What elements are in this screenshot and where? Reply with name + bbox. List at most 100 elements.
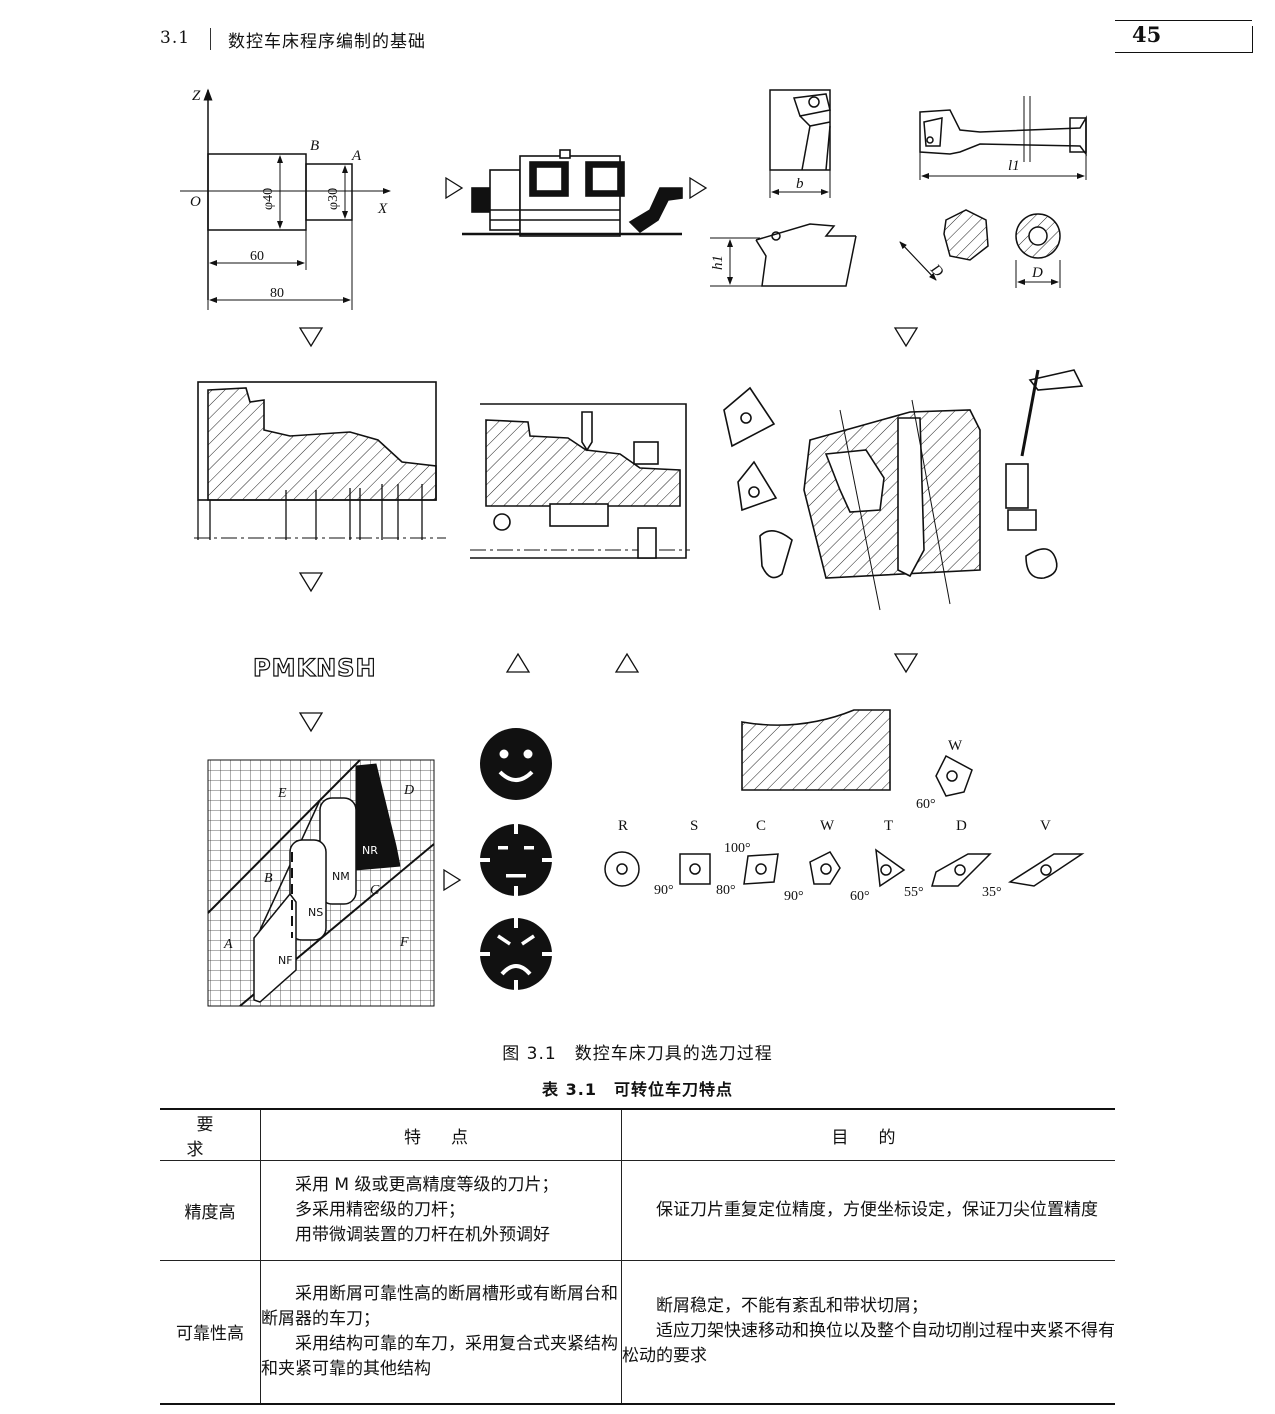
insert-label: C <box>756 818 766 834</box>
clamp-assembly <box>723 369 1084 611</box>
workpiece-section-2 <box>470 403 690 559</box>
good-face-icon <box>480 728 552 800</box>
requirement-cell: 精度高 <box>160 1160 261 1261</box>
purpose-line: 保证刀片重复定位精度，方便坐标设定，保证刀尖位置精度 <box>656 1200 1098 1220</box>
flow-arrow-down <box>298 327 324 348</box>
purpose-line: 断屑稳定，不能有紊乱和带状切屑； <box>656 1296 928 1317</box>
feature-line: 用带微调装置的刀杆在机外预调好 <box>295 1225 550 1245</box>
insert-round-icon <box>604 851 640 887</box>
flow-arrow-up <box>505 652 531 673</box>
angle-label: 35° <box>982 885 1002 900</box>
header-purpose-text: 目的 <box>831 1127 926 1148</box>
insert-angle-labels: 60° 90° 80° 100° 90° 60° 55° 35° <box>654 797 1002 904</box>
part-labels: Z X O A B <box>190 88 388 217</box>
header-divider <box>210 28 211 50</box>
flow-arrow-right <box>445 176 464 200</box>
insert-shape-row <box>604 754 1085 888</box>
zone-label: C <box>370 883 380 898</box>
diameter-40-label: φ40 <box>261 188 276 210</box>
insert-label: W <box>820 818 835 834</box>
part-dimensions: φ40 φ30 60 80 <box>250 188 341 301</box>
header-purpose: 目的 <box>621 1109 1115 1161</box>
angle-label: 55° <box>904 885 924 900</box>
tool-selection-figure: Z X O A B φ40 φ30 60 80 <box>150 70 1110 1030</box>
feature-line: 采用 M 级或更高精度等级的刀片； <box>295 1175 559 1195</box>
figure-caption: 图 3.1 数控车床刀具的选刀过程 <box>502 1044 773 1064</box>
iso-material-codes: PMKNSH <box>253 654 377 682</box>
features-cell: 采用断屑可靠性高的断屑槽形或有断屑台和断屑器的车刀； 采用结构可靠的车刀，采用复… <box>260 1260 622 1404</box>
purpose-cell: 保证刀片重复定位精度，方便坐标设定，保证刀尖位置精度 <box>621 1160 1115 1261</box>
flow-arrow-down <box>298 572 324 593</box>
header-features-text: 特点 <box>404 1127 498 1148</box>
angle-label: 90° <box>654 883 674 898</box>
insert-label: R <box>618 818 628 834</box>
page-number: 45 <box>1132 22 1162 47</box>
grade-label: NR <box>362 844 378 857</box>
insert-label: S <box>690 818 698 834</box>
flow-arrow-right <box>689 176 708 200</box>
chipbreaker-zone-labels: A B C D E F <box>223 783 414 952</box>
axis-z-label: Z <box>192 88 201 104</box>
point-b-label: B <box>310 138 319 154</box>
insert-trigon-icon <box>809 851 841 885</box>
table-caption: 表 3.1 可转位车刀特点 <box>542 1080 733 1099</box>
angle-label: 60° <box>850 889 870 904</box>
insert-rhombic-80-icon <box>743 853 779 885</box>
feature-line: 采用结构可靠的车刀，采用复合式夹紧结构和夹紧可靠的其他结构 <box>261 1333 618 1379</box>
flow-arrow-down <box>893 327 919 348</box>
insert-rhombic-55-icon <box>931 853 992 887</box>
features-cell: 采用 M 级或更高精度等级的刀片； 多采用精密级的刀杆； 用带微调装置的刀杆在机… <box>260 1160 622 1261</box>
bad-face-icon <box>480 918 552 990</box>
zone-label: D <box>403 783 414 798</box>
workpiece-profile <box>741 709 891 791</box>
origin-label: O <box>190 194 201 210</box>
grade-label: NM <box>332 870 350 883</box>
dim-d-label-1: D <box>926 261 946 281</box>
flow-arrow-down <box>298 712 324 733</box>
chip-evaluation-faces <box>480 728 552 990</box>
insert-label: W <box>948 738 963 754</box>
zone-label: A <box>223 937 233 952</box>
tool-holder-views <box>710 89 1087 288</box>
table-header-row: 要求 特点 目的 <box>160 1109 1115 1161</box>
insert-label: V <box>1040 818 1051 834</box>
header-requirement: 要求 <box>160 1109 261 1161</box>
figure-svg: Z X O A B φ40 φ30 60 80 <box>180 88 1087 1007</box>
page-header: 3.1 数控车床程序编制的基础 45 <box>160 20 1253 56</box>
flow-arrow-up <box>614 652 640 673</box>
chipbreaker-chart <box>207 759 435 1007</box>
dim-b-label: b <box>796 176 804 192</box>
section-title: 数控车床程序编制的基础 <box>228 32 426 52</box>
angle-label: 80° <box>716 883 736 898</box>
table-row: 可靠性高 采用断屑可靠性高的断屑槽形或有断屑台和断屑器的车刀； 采用结构可靠的车… <box>160 1260 1115 1404</box>
page-number-box: 45 <box>1115 20 1253 53</box>
lathe-machine <box>462 149 683 237</box>
zone-label: B <box>264 871 273 886</box>
angle-label: 60° <box>916 797 936 812</box>
insert-square-icon <box>679 853 711 885</box>
feature-line: 多采用精密级的刀杆； <box>295 1200 465 1220</box>
indexable-tool-features-table: 要求 特点 目的 精度高 采用 M 级或更高精度等级的刀片； 多采用精密级的刀杆… <box>160 1108 1115 1405</box>
angle-label: 100° <box>724 841 751 856</box>
axis-x-label: X <box>377 201 388 217</box>
table-row: 精度高 采用 M 级或更高精度等级的刀片； 多采用精密级的刀杆； 用带微调装置的… <box>160 1160 1115 1261</box>
feature-line: 采用断屑可靠性高的断屑槽形或有断屑台和断屑器的车刀； <box>261 1283 618 1329</box>
dim-d-label-2: D <box>1031 265 1043 281</box>
diameter-30-label: φ30 <box>326 188 341 210</box>
insert-rhombic-35-icon <box>1007 853 1085 887</box>
insert-w-top-icon <box>935 754 973 797</box>
requirement-cell: 可靠性高 <box>160 1260 261 1404</box>
length-60-label: 60 <box>250 249 264 264</box>
length-80-label: 80 <box>270 286 284 301</box>
workpiece-section-1 <box>194 381 446 540</box>
insert-label: D <box>956 818 967 834</box>
purpose-cell: 断屑稳定，不能有紊乱和带状切屑； 适应刀架快速移动和换位以及整个自动切削过程中夹… <box>621 1260 1115 1404</box>
dim-h1-label: h1 <box>710 255 726 270</box>
grade-label: NS <box>308 906 323 919</box>
zone-label: E <box>277 786 287 801</box>
point-a-label: A <box>351 148 362 164</box>
chipbreaker-grade-labels: NR NM NS NF <box>278 844 378 967</box>
part-drawing <box>180 88 391 310</box>
flow-arrow-down <box>893 653 919 674</box>
section-number: 3.1 <box>160 28 191 48</box>
